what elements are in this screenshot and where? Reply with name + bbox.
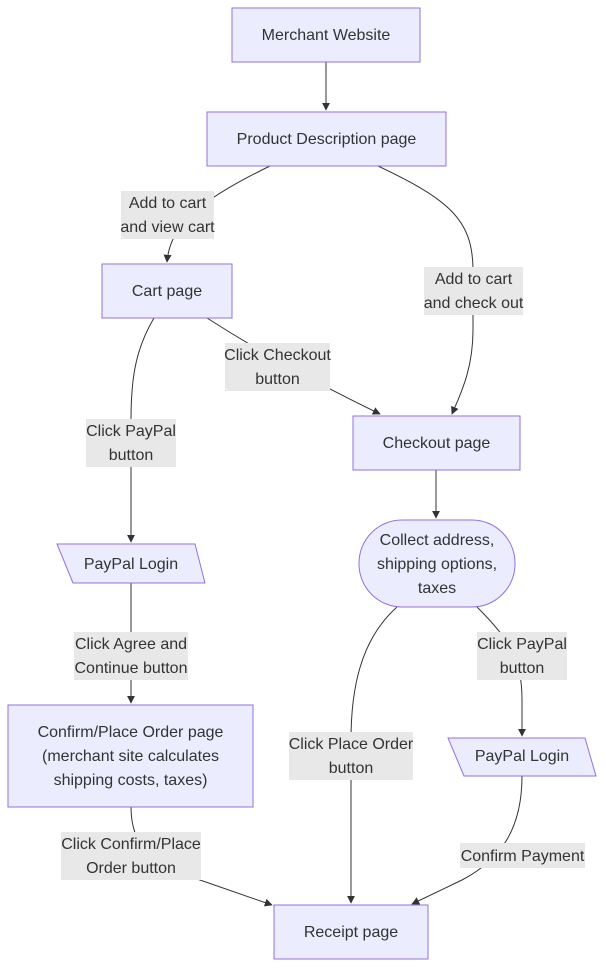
svg-text:PayPal Login: PayPal Login bbox=[475, 748, 569, 765]
node-collect-address: Collect address, shipping options, taxes bbox=[358, 519, 516, 608]
node-product-description: Product Description page bbox=[206, 111, 447, 167]
node-paypal-login-right: PayPal Login bbox=[447, 737, 597, 777]
svg-text:button: button bbox=[329, 760, 373, 777]
svg-text:Order button: Order button bbox=[86, 860, 176, 877]
node-merchant-website: Merchant Website bbox=[231, 7, 421, 63]
node-confirm-place-order: Confirm/Place Order page (merchant site … bbox=[7, 704, 254, 808]
svg-text:Continue button: Continue button bbox=[75, 660, 188, 677]
svg-text:Click Agree and: Click Agree and bbox=[75, 636, 187, 653]
svg-text:Click Confirm/Place: Click Confirm/Place bbox=[61, 836, 201, 853]
svg-text:shipping options,: shipping options, bbox=[377, 556, 497, 573]
node-checkout-page: Checkout page bbox=[352, 415, 521, 471]
svg-text:taxes: taxes bbox=[418, 580, 456, 597]
node-cart-page: Cart page bbox=[101, 263, 233, 319]
svg-text:Click PayPal: Click PayPal bbox=[477, 636, 567, 653]
svg-text:(merchant site calculates: (merchant site calculates bbox=[42, 748, 219, 765]
edge-label-confirm-payment: Confirm Payment bbox=[460, 843, 585, 868]
svg-text:Add to cart: Add to cart bbox=[129, 195, 207, 212]
svg-text:Receipt page: Receipt page bbox=[304, 924, 398, 941]
svg-text:Click PayPal: Click PayPal bbox=[86, 423, 176, 440]
edge-label-click-paypal-right: Click PayPal button bbox=[477, 632, 567, 680]
edge-label-click-place-order: Click Place Order button bbox=[289, 732, 414, 780]
node-paypal-login-left: PayPal Login bbox=[56, 543, 206, 584]
edge-cart-to-paypal-login-left bbox=[127, 317, 155, 543]
svg-text:Click Place Order: Click Place Order bbox=[289, 736, 414, 753]
svg-text:button: button bbox=[109, 447, 153, 464]
svg-text:Product Description page: Product Description page bbox=[237, 131, 417, 148]
edge-label-add-view-cart: Add to cart and view cart bbox=[120, 191, 215, 239]
edge-label-click-checkout: Click Checkout button bbox=[224, 343, 331, 391]
svg-text:Confirm/Place Order page: Confirm/Place Order page bbox=[38, 724, 224, 741]
edge-paypal-right-to-receipt bbox=[411, 775, 523, 905]
svg-text:Confirm Payment: Confirm Payment bbox=[461, 848, 585, 865]
svg-text:and check out: and check out bbox=[424, 295, 524, 312]
edge-label-add-check-out: Add to cart and check out bbox=[424, 267, 524, 315]
svg-text:button: button bbox=[500, 660, 544, 677]
node-receipt-page: Receipt page bbox=[273, 904, 429, 960]
svg-text:Add to cart: Add to cart bbox=[435, 271, 513, 288]
svg-text:shipping costs, taxes): shipping costs, taxes) bbox=[54, 772, 208, 789]
svg-text:PayPal Login: PayPal Login bbox=[84, 556, 178, 573]
svg-text:Collect address,: Collect address, bbox=[380, 532, 495, 549]
edge-label-click-agree: Click Agree and Continue button bbox=[74, 632, 188, 680]
svg-text:Merchant Website: Merchant Website bbox=[262, 27, 391, 44]
edge-label-click-paypal-left: Click PayPal button bbox=[86, 419, 176, 467]
svg-text:Cart page: Cart page bbox=[132, 283, 202, 300]
svg-text:and view cart: and view cart bbox=[120, 219, 215, 236]
svg-text:button: button bbox=[255, 371, 299, 388]
edge-label-click-confirm-place: Click Confirm/Place Order button bbox=[61, 832, 201, 880]
svg-text:Checkout page: Checkout page bbox=[383, 435, 491, 452]
svg-text:Click Checkout: Click Checkout bbox=[224, 347, 331, 364]
